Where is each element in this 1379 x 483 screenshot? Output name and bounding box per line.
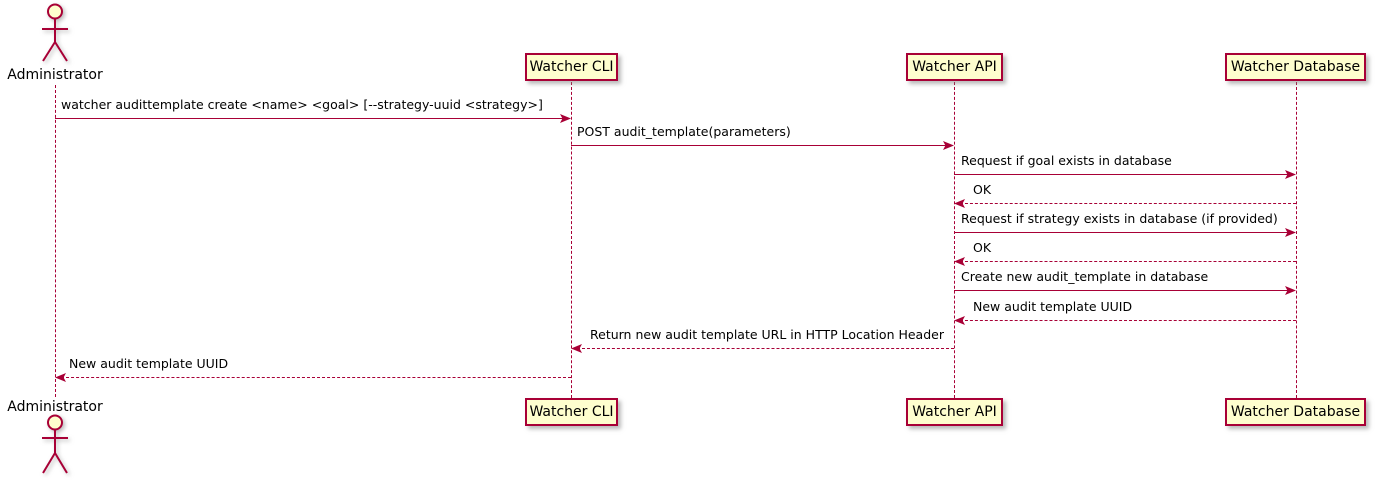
arrowhead-left-icon bbox=[954, 199, 965, 208]
arrowhead-right-icon bbox=[560, 114, 571, 123]
message-ok-strategy: OK bbox=[954, 240, 1296, 266]
message-request-goal: Request if goal exists in database bbox=[954, 153, 1296, 179]
arrowhead-left-icon bbox=[571, 344, 582, 353]
participant-watcher-cli-top: Watcher CLI bbox=[525, 53, 618, 81]
message-label: Return new audit template URL in HTTP Lo… bbox=[590, 327, 944, 342]
message-line bbox=[960, 320, 1296, 321]
message-create-audittemplate: watcher audittemplate create <name> <goa… bbox=[55, 97, 571, 123]
message-label: POST audit_template(parameters) bbox=[577, 124, 791, 139]
participant-watcher-database-bottom: Watcher Database bbox=[1225, 398, 1366, 426]
participant-watcher-cli-bottom: Watcher CLI bbox=[525, 398, 618, 426]
lifeline-administrator bbox=[55, 85, 56, 397]
message-new-uuid-admin: New audit template UUID bbox=[55, 356, 571, 382]
message-label: OK bbox=[973, 182, 992, 197]
message-label: New audit template UUID bbox=[973, 299, 1133, 314]
message-ok-goal: OK bbox=[954, 182, 1296, 208]
arrowhead-right-icon bbox=[1285, 286, 1296, 295]
actor-label-bottom: Administrator bbox=[7, 399, 103, 415]
message-label: Create new audit_template in database bbox=[961, 269, 1209, 284]
message-return-url: Return new audit template URL in HTTP Lo… bbox=[571, 327, 954, 353]
arrowhead-right-icon bbox=[1285, 170, 1296, 179]
message-line bbox=[61, 377, 571, 378]
message-post-audit-template: POST audit_template(parameters) bbox=[571, 124, 954, 150]
message-label: OK bbox=[973, 240, 992, 255]
message-line bbox=[55, 118, 566, 119]
arrowhead-left-icon bbox=[954, 316, 965, 325]
arrowhead-right-icon bbox=[1285, 228, 1296, 237]
message-line bbox=[960, 203, 1296, 204]
message-line bbox=[960, 261, 1296, 262]
message-line bbox=[571, 145, 949, 146]
message-line bbox=[954, 174, 1291, 175]
lifeline-watcher-database bbox=[1296, 82, 1297, 398]
participant-watcher-api-top: Watcher API bbox=[906, 53, 1003, 81]
message-line bbox=[577, 348, 954, 349]
lifeline-watcher-api bbox=[954, 82, 955, 398]
arrowhead-left-icon bbox=[954, 257, 965, 266]
message-new-uuid-db: New audit template UUID bbox=[954, 299, 1296, 325]
message-label: Request if strategy exists in database (… bbox=[961, 211, 1278, 226]
message-line bbox=[954, 290, 1291, 291]
participant-watcher-database-top: Watcher Database bbox=[1225, 53, 1366, 81]
participant-watcher-api-bottom: Watcher API bbox=[906, 398, 1003, 426]
message-label: Request if goal exists in database bbox=[961, 153, 1172, 168]
message-request-strategy: Request if strategy exists in database (… bbox=[954, 211, 1296, 237]
actor-icon bbox=[42, 3, 68, 62]
message-create-in-db: Create new audit_template in database bbox=[954, 269, 1296, 295]
message-line bbox=[954, 232, 1291, 233]
arrowhead-right-icon bbox=[943, 141, 954, 150]
arrowhead-left-icon bbox=[55, 373, 66, 382]
message-label: watcher audittemplate create <name> <goa… bbox=[61, 97, 543, 112]
actor-label-top: Administrator bbox=[7, 67, 103, 83]
actor-icon bbox=[42, 414, 68, 474]
lifeline-watcher-cli bbox=[571, 82, 572, 398]
message-label: New audit template UUID bbox=[69, 356, 229, 371]
